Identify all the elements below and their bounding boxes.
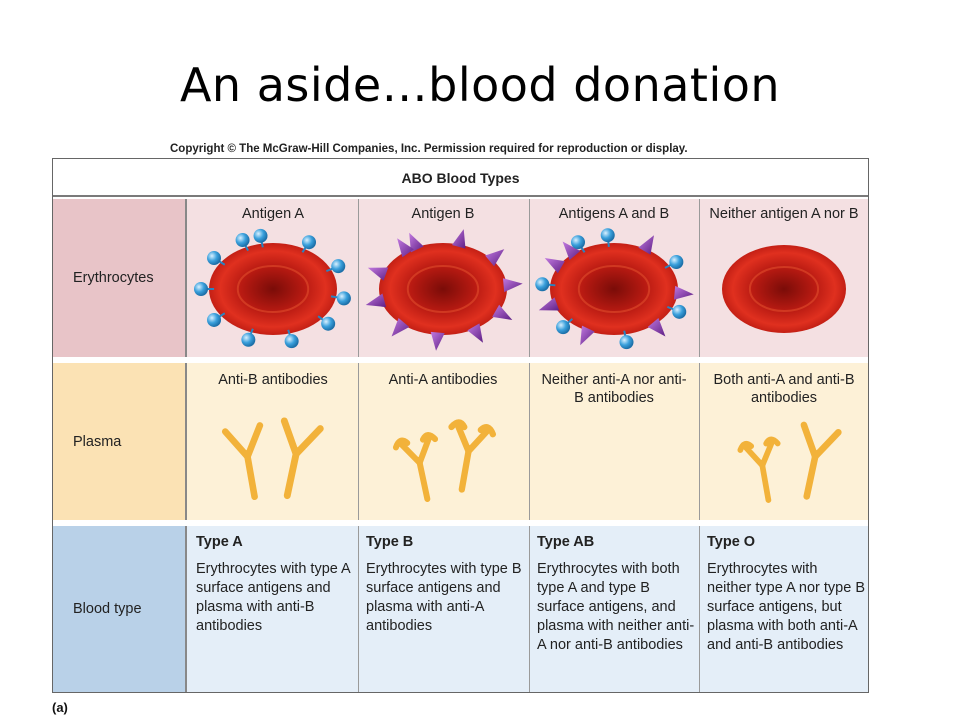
row-divider bbox=[53, 520, 868, 526]
antigen-label-ab: Antigens A and B bbox=[558, 206, 670, 222]
type-description-b: Erythrocytes with type B surface antigen… bbox=[366, 561, 522, 634]
antigen-a-icon bbox=[194, 282, 215, 296]
antigen-b-icon bbox=[492, 304, 513, 320]
both-antibodies-illustration bbox=[737, 421, 842, 503]
antigen-b-icon bbox=[365, 293, 387, 308]
erythrocyte-icon bbox=[550, 243, 678, 335]
type-name-ab: Type AB bbox=[537, 534, 595, 550]
antibody-icon bbox=[221, 422, 264, 501]
erythrocyte-type-a-illustration bbox=[194, 228, 351, 349]
anti-a-antibodies-illustration bbox=[392, 419, 497, 503]
copyright-notice: Copyright © The McGraw-Hill Companies, I… bbox=[170, 143, 688, 155]
antigen-a-icon bbox=[253, 228, 268, 248]
row-divider bbox=[53, 357, 868, 363]
plasma-row: Plasma Anti-B antibodies Anti-A antibodi… bbox=[53, 363, 868, 520]
antigen-a-icon bbox=[664, 255, 684, 269]
erythrocyte-icon bbox=[379, 243, 507, 335]
anti-b-antibodies-illustration bbox=[221, 417, 324, 501]
antigen-label-a: Antigen A bbox=[241, 206, 305, 222]
figure-label: (a) bbox=[52, 700, 68, 715]
type-name-a: Type A bbox=[196, 534, 243, 550]
slide-title: An aside…blood donation bbox=[179, 58, 781, 112]
antigen-b-icon bbox=[638, 235, 654, 255]
row-label-text: Blood type bbox=[73, 601, 142, 617]
antigen-b-icon bbox=[430, 331, 445, 351]
antigen-a-icon bbox=[556, 318, 574, 335]
antigen-b-icon bbox=[647, 317, 666, 337]
antigen-b-icon bbox=[544, 258, 565, 274]
column-divider bbox=[699, 199, 700, 357]
antibody-label-a: Anti-B antibodies bbox=[218, 372, 328, 388]
type-name-b: Type B bbox=[366, 534, 414, 550]
column-divider bbox=[358, 526, 359, 692]
antigen-a-icon bbox=[600, 228, 615, 247]
column-divider bbox=[358, 363, 359, 520]
erythrocyte-type-o-illustration bbox=[722, 245, 846, 333]
antigen-a-icon bbox=[207, 312, 226, 327]
antibody-label-ab: Neither anti-A nor anti-B antibodies bbox=[541, 372, 687, 406]
antigen-b-icon bbox=[391, 317, 410, 337]
antigen-a-icon bbox=[571, 235, 586, 253]
antibody-label-b: Anti-A antibodies bbox=[388, 372, 498, 388]
antigen-b-icon bbox=[367, 267, 389, 281]
row-label-blood-type: Blood type bbox=[53, 526, 187, 692]
antigen-a-icon bbox=[325, 259, 346, 274]
antigen-a-icon bbox=[207, 251, 226, 266]
abo-blood-types-figure: ABO Blood Types Erythrocytes Antigen A A… bbox=[52, 158, 869, 693]
erythrocyte-type-ab-illustration bbox=[535, 228, 694, 350]
antigen-a-icon bbox=[317, 315, 336, 331]
antigen-a-icon bbox=[235, 233, 250, 252]
antigen-b-icon bbox=[409, 232, 424, 253]
type-description-o: Erythrocytes with neither type A nor typ… bbox=[707, 561, 865, 653]
column-divider bbox=[529, 526, 530, 692]
row-label-plasma: Plasma bbox=[53, 363, 187, 520]
column-divider bbox=[529, 363, 530, 520]
erythrocytes-row: Erythrocytes Antigen A Antigen B Antigen… bbox=[53, 199, 868, 357]
erythrocyte-type-b-illustration bbox=[365, 229, 523, 351]
antigen-label-o: Neither antigen A nor B bbox=[709, 206, 859, 222]
antibody-label-o: Both anti-A and anti-B antibodies bbox=[713, 372, 855, 406]
antibody-icon bbox=[448, 419, 497, 493]
antigen-a-icon bbox=[301, 235, 316, 253]
antigen-b-icon bbox=[467, 323, 483, 343]
erythrocyte-icon bbox=[209, 243, 337, 335]
antigen-b-icon bbox=[485, 249, 505, 267]
antigen-a-icon bbox=[241, 328, 256, 347]
erythrocyte-icon bbox=[722, 245, 846, 333]
row-label-text: Plasma bbox=[73, 433, 122, 450]
blood-type-row: Blood type Type A Erythrocytes with type… bbox=[53, 526, 868, 692]
column-divider bbox=[699, 526, 700, 692]
antigen-a-icon bbox=[619, 330, 634, 350]
column-divider bbox=[358, 199, 359, 357]
antigen-a-icon bbox=[284, 329, 299, 349]
column-divider bbox=[699, 363, 700, 520]
antigen-label-b: Antigen B bbox=[411, 206, 475, 222]
antigen-a-icon bbox=[666, 304, 687, 319]
antigen-b-icon bbox=[397, 238, 414, 258]
table-header: ABO Blood Types bbox=[53, 159, 868, 197]
antibody-icon bbox=[280, 417, 324, 500]
row-label-erythrocytes: Erythrocytes bbox=[53, 199, 187, 357]
row-label-text: Erythrocytes bbox=[73, 270, 154, 286]
antigen-b-icon bbox=[451, 229, 466, 249]
antibody-icon bbox=[392, 431, 439, 503]
type-description-ab: Erythrocytes with both type A and type B… bbox=[537, 561, 695, 653]
type-description-a: Erythrocytes with type A surface antigen… bbox=[196, 561, 350, 634]
column-divider bbox=[529, 199, 530, 357]
antigen-b-icon bbox=[538, 297, 560, 311]
antigen-b-icon bbox=[673, 285, 694, 300]
antigen-a-icon bbox=[535, 277, 556, 292]
antigen-b-icon bbox=[562, 241, 581, 261]
antigen-a-icon bbox=[330, 291, 351, 306]
antigen-b-icon bbox=[580, 325, 595, 346]
type-name-o: Type O bbox=[707, 534, 756, 550]
antibody-icon bbox=[800, 421, 842, 500]
antibody-icon bbox=[737, 436, 781, 503]
antigen-b-icon bbox=[502, 278, 523, 293]
